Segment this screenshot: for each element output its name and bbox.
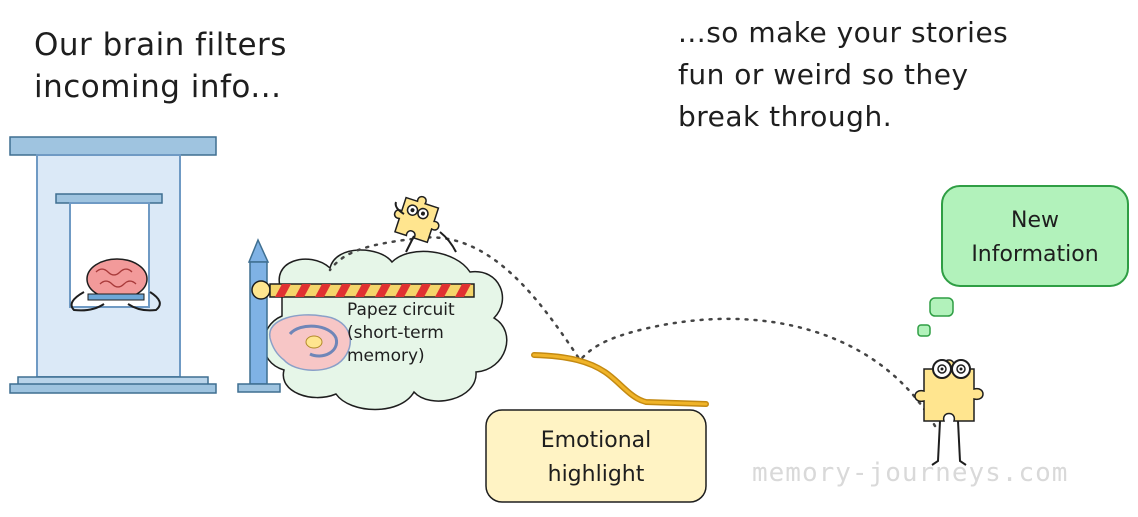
- emotional-line-1: Emotional: [540, 428, 652, 453]
- left-caption-line-1: Our brain filters: [34, 27, 287, 63]
- papez-line-3: memory): [347, 346, 425, 366]
- emotional-highlight-label: Emotional highlight: [486, 424, 706, 492]
- emotional-highlight-box: [485, 409, 707, 503]
- papez-line-1: Papez circuit: [347, 300, 455, 320]
- guard-booth: [9, 136, 217, 394]
- new-information-line-1: New: [1011, 208, 1059, 233]
- puzzle-character-icon: [914, 359, 984, 466]
- right-caption-line-3: break through.: [678, 100, 893, 133]
- new-information-box: [941, 185, 1129, 287]
- jump-trajectory: [328, 236, 937, 428]
- papez-label: Papez circuit (short-term memory): [347, 299, 455, 368]
- right-caption: ...so make your stories fun or weird so …: [678, 12, 1008, 138]
- emotional-ramp: [531, 352, 709, 407]
- barrier-gate-icon: [237, 238, 475, 393]
- new-information-label: New Information: [942, 204, 1128, 272]
- watermark: memory-journeys.com: [752, 458, 1069, 488]
- left-caption-line-2: incoming info...: [34, 69, 282, 105]
- new-information-line-2: Information: [971, 242, 1099, 267]
- thought-bubble-icon: [917, 297, 954, 337]
- left-caption: Our brain filters incoming info...: [34, 24, 287, 108]
- barrier-arm: [269, 283, 475, 298]
- right-caption-line-1: ...so make your stories: [678, 16, 1009, 49]
- papez-line-2: (short-term: [347, 323, 444, 343]
- puzzle-piece-icon: [393, 195, 440, 244]
- brain-icon: [70, 258, 161, 312]
- emotional-line-2: highlight: [547, 462, 645, 487]
- right-caption-line-2: fun or weird so they: [678, 58, 969, 91]
